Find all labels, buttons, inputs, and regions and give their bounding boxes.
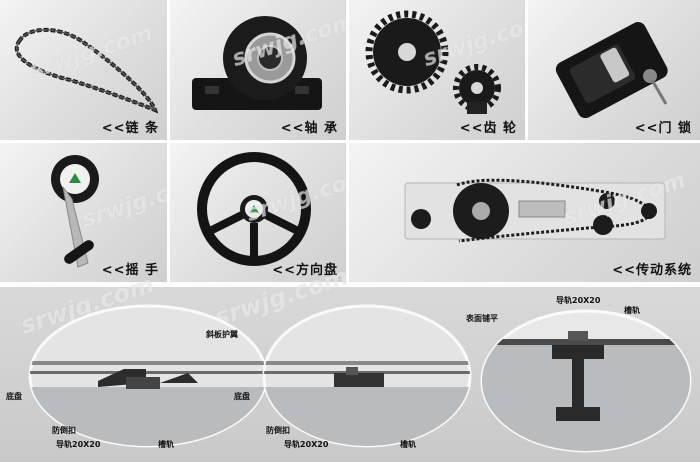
steering-wheel-icon [197, 152, 311, 266]
label-anti-fall-clip: 防倒扣 [266, 426, 290, 435]
tile-chain[interactable]: srwjg.com <<链 条 [0, 0, 167, 140]
label-chassis: 底盘 [234, 392, 250, 401]
caption-crank: <<摇 手 [101, 263, 159, 278]
label-guide-rail: 导轨20X20 [56, 440, 101, 449]
bearing-icon [192, 16, 322, 110]
caption-chain: <<链 条 [101, 121, 159, 136]
gear-icon [365, 10, 501, 114]
label-guide-rail: 导轨20X20 [284, 440, 329, 449]
chain-icon [14, 27, 159, 114]
label-guide-rail: 导轨20X20 [556, 296, 601, 305]
installation-diagram-panel: srwjg.com srwjg.com 斜板护翼 底盘 防倒扣 导轨20X20 … [0, 262, 700, 462]
label-anti-fall-clip: 防倒扣 [52, 426, 76, 435]
drive-system-icon [404, 178, 666, 243]
label-surface-flat: 表面铺平 [466, 314, 498, 323]
caption-steering-wheel: <<方向盘 [272, 263, 338, 278]
tile-crank[interactable]: srwjg.com <<摇 手 [0, 143, 167, 282]
diagram-right [480, 309, 692, 453]
tile-lock[interactable]: <<门 锁 [528, 0, 700, 140]
diagram-left [28, 304, 268, 448]
tile-drive-system[interactable]: srwjg.com <<传动系统 [349, 143, 700, 282]
label-channel-rail: 槽轨 [400, 440, 416, 449]
tile-steering-wheel[interactable]: srwjg.com <<方向盘 [170, 143, 346, 282]
label-channel-rail: 槽轨 [624, 306, 640, 315]
lock-icon [555, 22, 668, 119]
caption-lock: <<门 锁 [634, 121, 692, 136]
label-slant-guard: 斜板护翼 [206, 330, 238, 339]
caption-bearing: <<轴 承 [280, 121, 338, 136]
caption-gears: <<齿 轮 [459, 121, 517, 136]
label-chassis: 底盘 [6, 392, 22, 401]
tile-bearing[interactable]: srwjg.com <<轴 承 [170, 0, 346, 140]
diagram-middle [262, 304, 472, 448]
caption-drive-system: <<传动系统 [612, 263, 692, 278]
crank-handle-icon [51, 155, 99, 268]
tile-gears[interactable]: srwjg.com <<齿 轮 [349, 0, 525, 140]
label-channel-rail: 槽轨 [158, 440, 174, 449]
